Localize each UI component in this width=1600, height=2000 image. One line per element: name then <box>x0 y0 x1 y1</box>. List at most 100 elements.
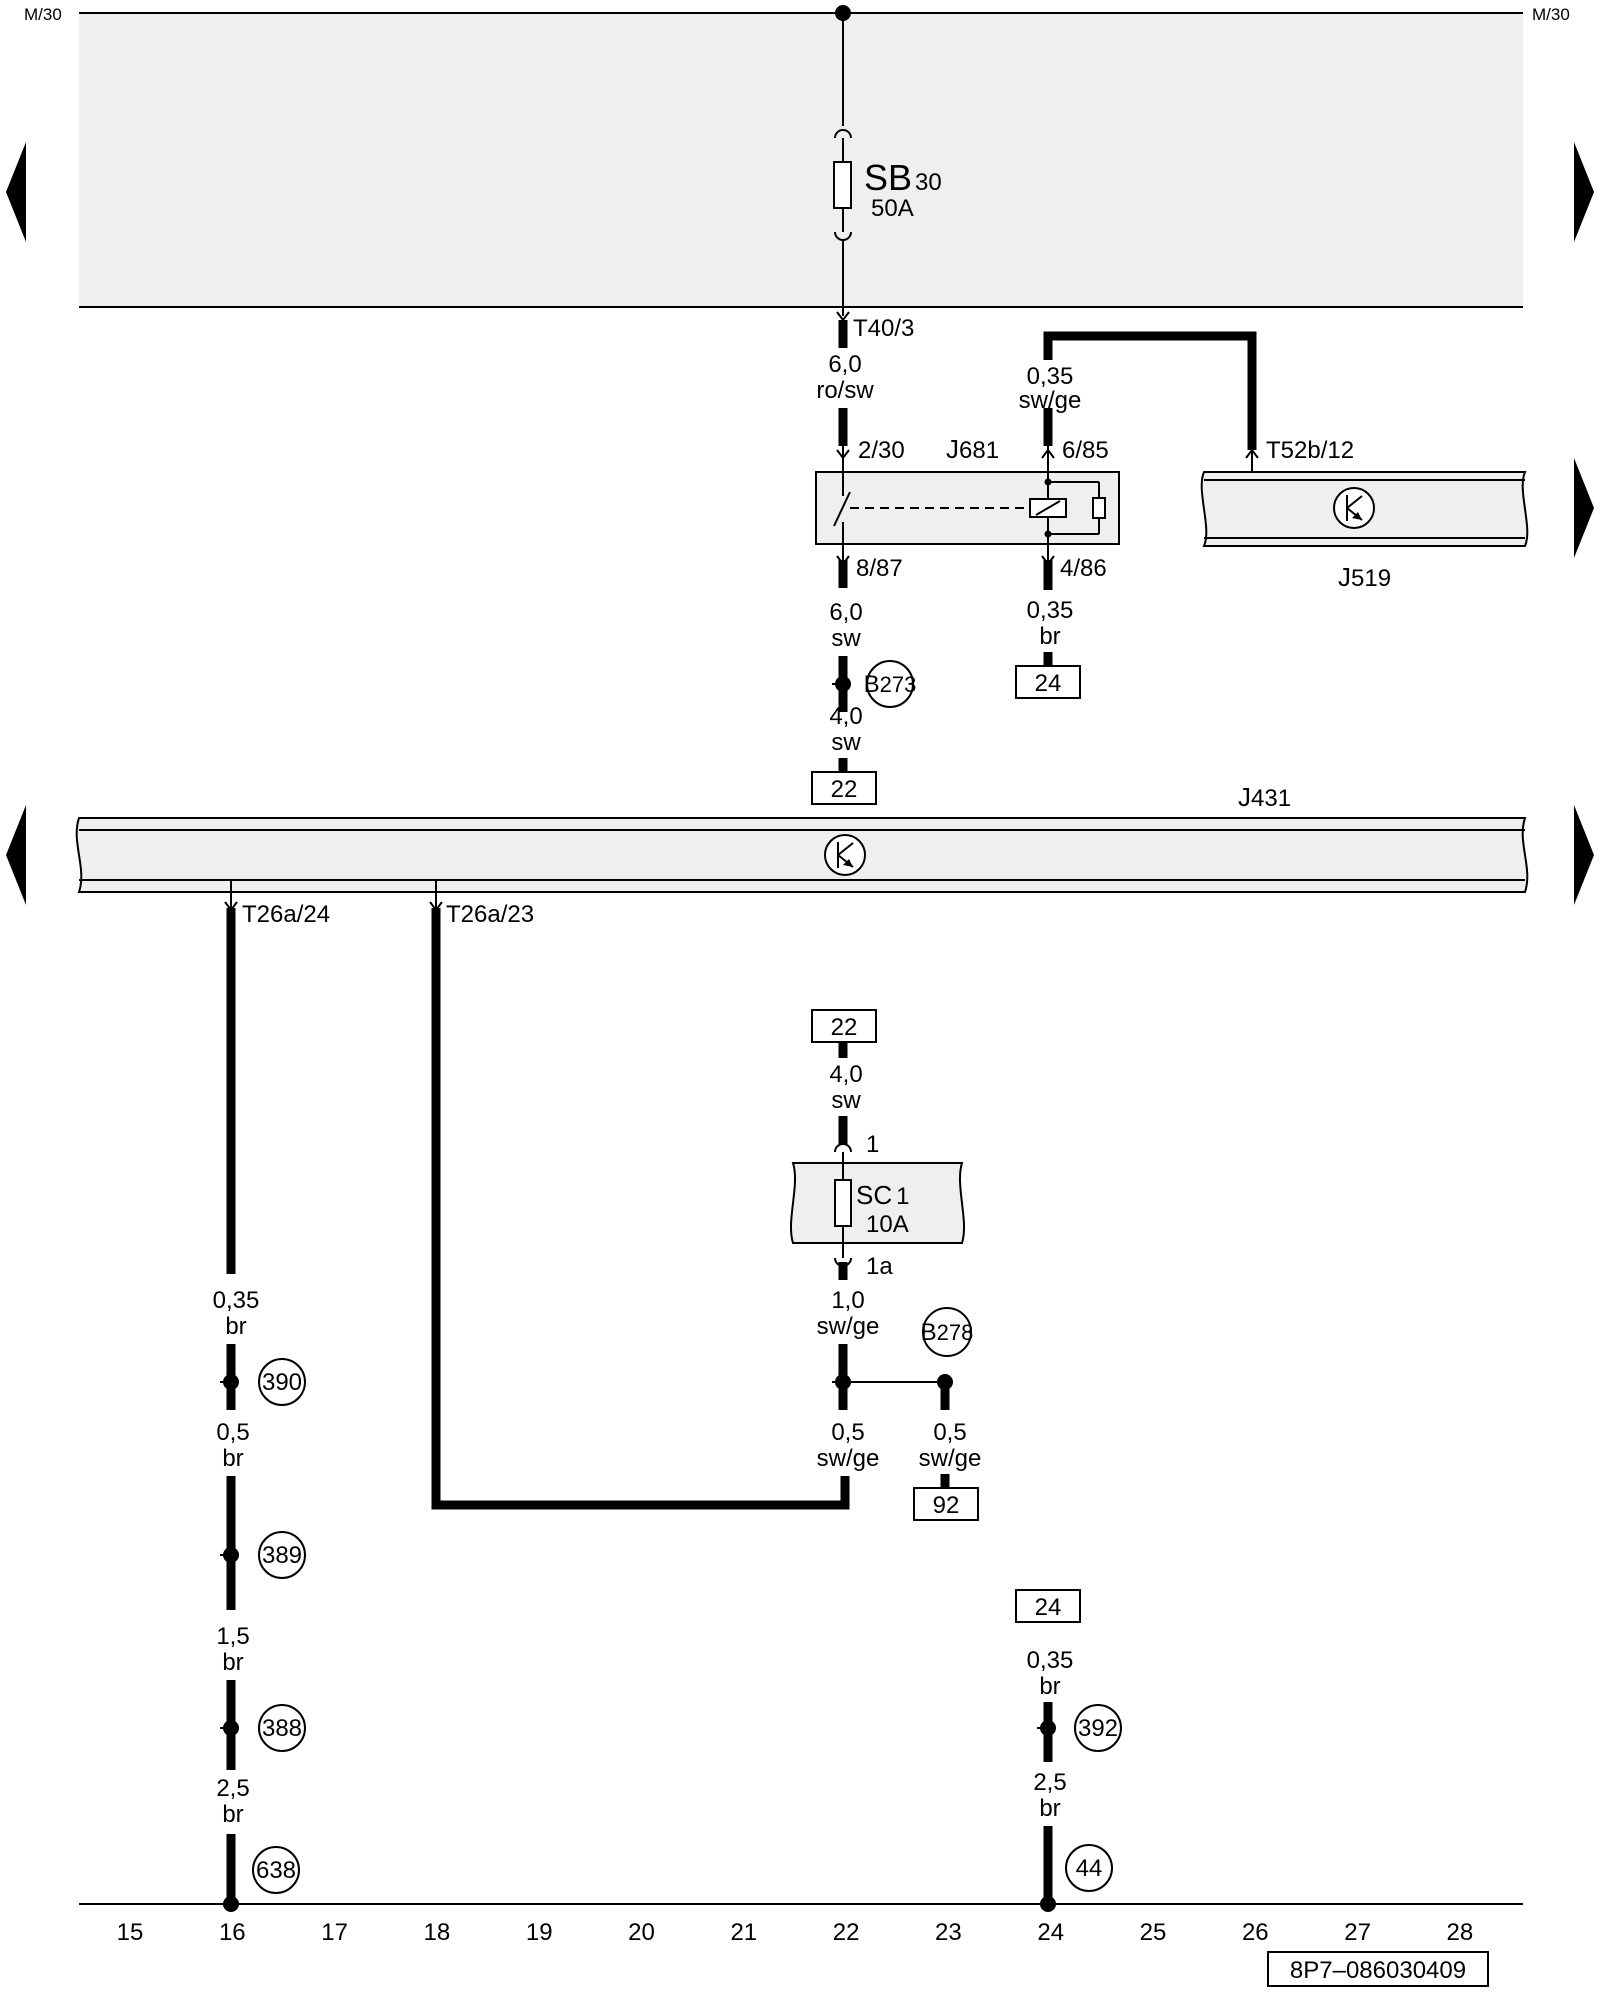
pin-6-85-arrow <box>1041 448 1055 459</box>
wire-w4-color: br <box>1039 623 1060 650</box>
splice-b273-label: B273 <box>864 671 917 698</box>
column-number: 21 <box>730 1919 757 1946</box>
ref-22-top[interactable]: 22 <box>831 776 858 803</box>
ref-box-24-bottom[interactable] <box>1015 1589 1081 1623</box>
relay-switch-blade <box>833 491 851 527</box>
t52b-12-arrow <box>1245 448 1259 459</box>
control-unit-j431 <box>75 817 1529 893</box>
ground-point-389-marker <box>258 1531 306 1579</box>
ground-point-638: 638 <box>256 1857 296 1884</box>
wire-w9-size: 0,5 <box>933 1419 966 1446</box>
ground-point-388-marker <box>258 1704 306 1752</box>
wire-w1-color: ro/sw <box>816 377 874 404</box>
ground-390-dot <box>223 1374 239 1390</box>
ref-24-top[interactable]: 24 <box>1035 670 1062 697</box>
fuse-sb30-rating: 50A <box>871 195 914 222</box>
fuse-carrier-panel <box>79 13 1523 307</box>
wire-w10-color: br <box>225 1313 246 1340</box>
next-page-arrow-top[interactable] <box>1574 142 1594 242</box>
sb30-plug-bottom <box>834 231 852 241</box>
ref-22-bottom[interactable]: 22 <box>831 1014 858 1041</box>
ground-389-dot <box>223 1547 239 1563</box>
wire-w2-color: sw/ge <box>1019 387 1082 414</box>
column-number: 17 <box>321 1919 348 1946</box>
wire-w10-size: 0,35 <box>213 1287 260 1314</box>
connector-t52b-12-label: T52b/12 <box>1266 437 1354 464</box>
relay-j681 <box>815 471 1120 545</box>
wire-w11-size: 0,5 <box>216 1419 249 1446</box>
wire-w15-size: 2,5 <box>1033 1769 1066 1796</box>
ground-point-638-marker <box>252 1846 300 1894</box>
wire-w7-color: sw/ge <box>817 1313 880 1340</box>
drawing-code-box <box>1267 1951 1489 1987</box>
ref-box-22-bottom[interactable] <box>811 1009 877 1043</box>
sc1-plug-top <box>834 1143 852 1153</box>
next-page-arrow-mid[interactable] <box>1574 458 1594 558</box>
column-number: 18 <box>424 1919 451 1946</box>
next-page-arrow-lower[interactable] <box>1574 805 1594 905</box>
wire-w15-color: br <box>1039 1795 1060 1822</box>
ground-392-dot <box>1040 1720 1056 1736</box>
prev-page-arrow-top[interactable] <box>6 142 26 242</box>
wire-w11-color: br <box>222 1445 243 1472</box>
pin-sc1-out-label: 1a <box>866 1253 893 1280</box>
rail-label-right: M/30 <box>1532 5 1570 24</box>
prev-page-arrow-lower[interactable] <box>6 805 26 905</box>
wire-w9-color: sw/ge <box>919 1445 982 1472</box>
wire-w8-color: sw/ge <box>817 1445 880 1472</box>
ground-point-44-marker <box>1065 1844 1113 1892</box>
control-unit-j431-label: J431 <box>1238 782 1291 812</box>
column-number: 20 <box>628 1919 655 1946</box>
wire-w3-color: sw <box>831 625 861 652</box>
splice-b278-marker <box>922 1307 972 1357</box>
column-number: 22 <box>833 1919 860 1946</box>
wire-w5-size: 4,0 <box>829 703 862 730</box>
wire-w1-size: 6,0 <box>828 351 861 378</box>
column-number: 28 <box>1447 1919 1474 1946</box>
wire-w14-size: 0,35 <box>1027 1647 1074 1674</box>
column-number: 16 <box>219 1919 246 1946</box>
fuse-sc1 <box>834 1179 852 1227</box>
ref-box-22-top[interactable] <box>811 771 877 805</box>
wire-w12-size: 1,5 <box>216 1623 249 1650</box>
wire-w7-size: 1,0 <box>831 1287 864 1314</box>
transistor-icon <box>1333 487 1375 529</box>
splice-b273-marker <box>866 660 914 708</box>
column-number: 25 <box>1140 1919 1167 1946</box>
ref-92[interactable]: 92 <box>933 1492 960 1519</box>
relay-coil-diag <box>1035 500 1061 516</box>
wire-w8-size: 0,5 <box>831 1419 864 1446</box>
wire-w6-size: 4,0 <box>829 1061 862 1088</box>
connector-t40-3-label: T40/3 <box>853 315 914 342</box>
wire-w14-color: br <box>1039 1673 1060 1700</box>
ground-point-388: 388 <box>262 1715 302 1742</box>
pin-6-85-label: 6/85 <box>1062 437 1109 464</box>
relay-resistor <box>1092 497 1106 519</box>
wire-w13-color: br <box>222 1801 243 1828</box>
wire-w12-color: br <box>222 1649 243 1676</box>
fuse-sb30 <box>833 161 852 209</box>
drawing-code: 8P7–086030409 <box>1290 1957 1466 1984</box>
ground-point-390-marker <box>258 1358 306 1406</box>
connector-t26a-23-label: T26a/23 <box>446 901 534 928</box>
sb30-plug-top <box>834 129 852 139</box>
column-number: 27 <box>1344 1919 1371 1946</box>
pin-8-87-label: 8/87 <box>856 555 903 582</box>
wire-w6-color: sw <box>831 1087 861 1114</box>
wire-w4-size: 0,35 <box>1027 597 1074 624</box>
connector-t26a-24-label: T26a/24 <box>242 901 330 928</box>
wire-w3-size: 6,0 <box>829 599 862 626</box>
pin-2-30-label: 2/30 <box>858 437 905 464</box>
ground-point-389: 389 <box>262 1542 302 1569</box>
ref-box-24-top[interactable] <box>1015 665 1081 699</box>
column-number: 24 <box>1037 1919 1064 1946</box>
ref-24-bottom[interactable]: 24 <box>1035 1594 1062 1621</box>
control-unit-j519-label: J519 <box>1338 562 1391 592</box>
pin-sc1-in-label: 1 <box>866 1131 879 1158</box>
ref-box-92[interactable] <box>913 1487 979 1521</box>
column-number: 26 <box>1242 1919 1269 1946</box>
splice-b278-label: B278 <box>921 1319 974 1346</box>
